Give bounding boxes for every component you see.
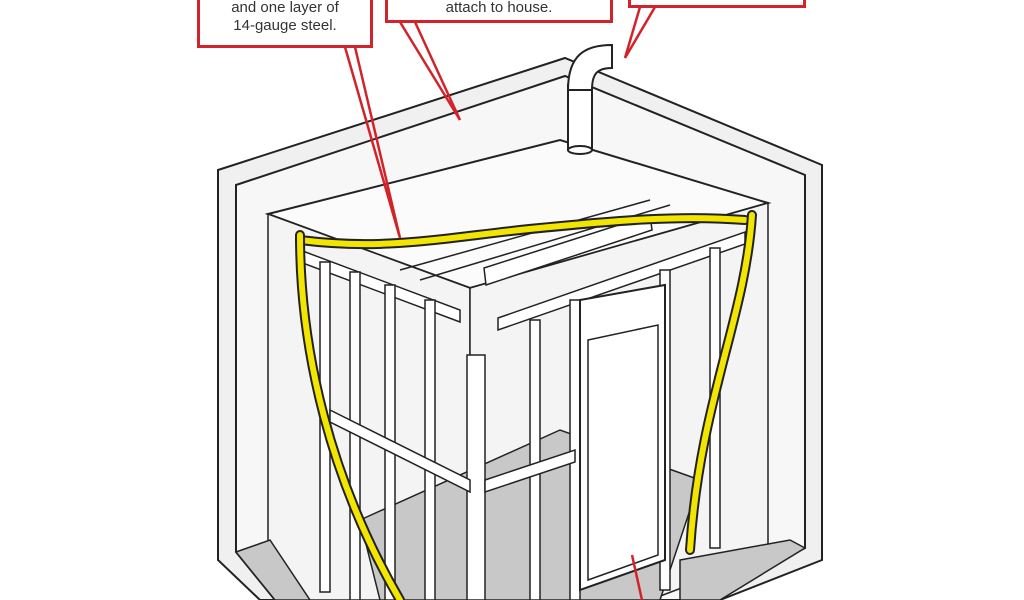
floor-ledge-left <box>234 539 311 600</box>
ceiling-joist <box>483 214 653 287</box>
callout-line: and one layer of <box>231 0 339 16</box>
cross-brace-right <box>484 448 576 494</box>
floor-ledge-right <box>679 539 807 600</box>
callout-vent <box>628 0 806 8</box>
cross-brace <box>329 408 471 494</box>
callout-leaders <box>343 6 657 600</box>
insulation <box>295 210 757 600</box>
callout-line: 14-gauge steel. <box>233 17 337 34</box>
door <box>587 324 659 582</box>
vent-pipe <box>566 43 613 155</box>
callout-attach-house: attach to house. <box>385 0 613 23</box>
callout-steel-layers: and one layer of 14-gauge steel. <box>197 0 373 48</box>
callout-line: attach to house. <box>445 0 553 16</box>
